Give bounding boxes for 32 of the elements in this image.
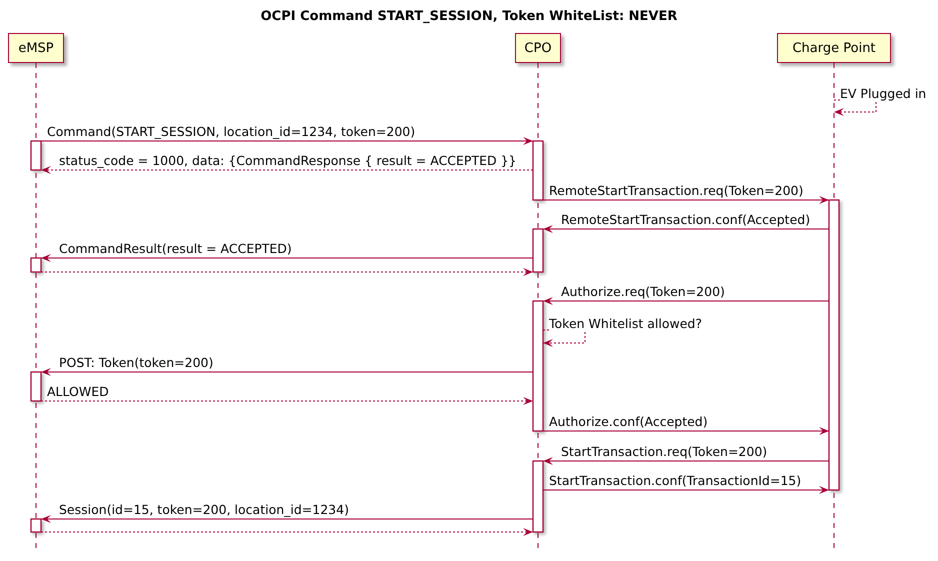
participant-name: CPO xyxy=(524,40,552,56)
message-arrow xyxy=(40,397,534,405)
message-arrow xyxy=(542,225,830,233)
message-label: ALLOWED xyxy=(47,384,109,399)
message-label: status_code = 1000, data: {CommandResponse { result = ACCEPTED }} xyxy=(59,153,517,168)
participant-name: Charge Point xyxy=(792,40,876,56)
message-label: Authorize.req(Token=200) xyxy=(561,284,725,299)
message-arrow xyxy=(542,457,830,465)
message-label: Session(id=15, token=200, location_id=1234) xyxy=(59,502,349,517)
message-arrow xyxy=(40,528,534,536)
message-label: StartTransaction.req(Token=200) xyxy=(561,444,768,459)
message-label: Token Whitelist allowed? xyxy=(549,316,702,331)
message-arrow xyxy=(40,368,534,376)
message-arrow xyxy=(542,486,830,494)
message-arrow xyxy=(40,137,534,145)
message-arrow xyxy=(40,166,534,174)
message-arrow xyxy=(542,196,830,204)
message-label: POST: Token(token=200) xyxy=(59,355,214,370)
message-label: Command(START_SESSION, location_id=1234, token=200) xyxy=(47,124,416,139)
message-arrow xyxy=(542,427,830,435)
message-arrow xyxy=(542,297,830,305)
message-arrow xyxy=(40,515,534,523)
participant-name: eMSP xyxy=(18,40,54,56)
diagram-title: OCPI Command START_SESSION, Token WhiteList: NEVER xyxy=(260,9,678,24)
message-label: RemoteStartTransaction.conf(Accepted) xyxy=(561,212,810,227)
message-label: CommandResult(result = ACCEPTED) xyxy=(59,241,292,256)
message-arrow xyxy=(40,254,534,262)
message-arrow xyxy=(40,268,534,276)
message-label: RemoteStartTransaction.req(Token=200) xyxy=(549,183,804,198)
message-label: EV Plugged in xyxy=(840,86,926,101)
message-label: Authorize.conf(Accepted) xyxy=(549,414,708,429)
message-label: StartTransaction.conf(TransactionId=15) xyxy=(549,473,802,488)
